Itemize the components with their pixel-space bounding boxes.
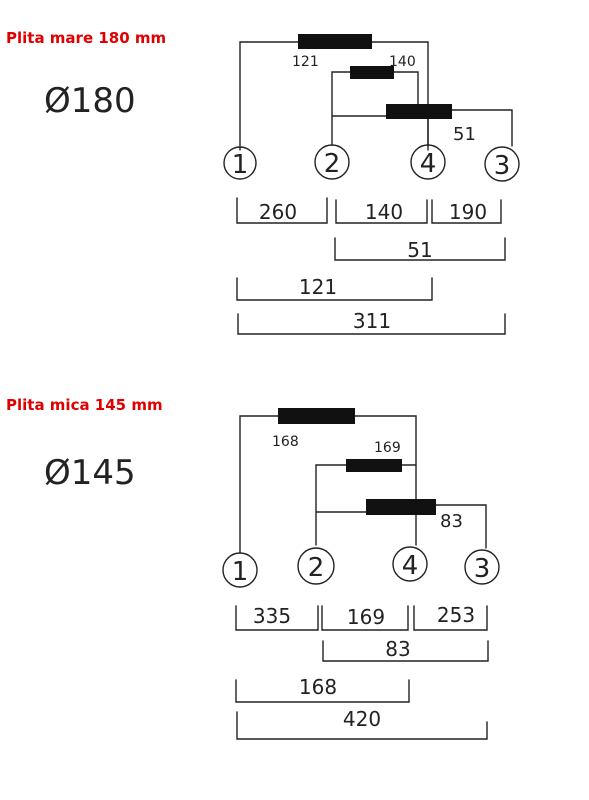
terminal-circle <box>392 546 428 582</box>
span-label: 168 <box>299 675 337 699</box>
diameter-label-small: Ø145 <box>44 453 136 493</box>
segment-label: 190 <box>449 200 487 224</box>
segment-bracket <box>335 199 428 224</box>
diameter-label-large: Ø180 <box>44 81 136 121</box>
resistor-140 <box>350 66 394 79</box>
section-title-large-plate: Plita mare 180 mm <box>6 29 167 47</box>
span-bracket <box>236 711 488 740</box>
segment-label: 335 <box>253 604 291 628</box>
segment-bracket <box>431 199 502 224</box>
resistor-label: 140 <box>389 54 416 70</box>
span-bracket <box>334 237 506 261</box>
segment-bracket <box>236 197 328 224</box>
terminal-label: 3 <box>474 554 491 584</box>
resistor-label: 51 <box>453 124 476 145</box>
terminal-label: 2 <box>324 149 341 179</box>
terminal-label: 1 <box>232 557 249 587</box>
resistor-label: 83 <box>440 511 463 532</box>
segment-label: 253 <box>437 603 475 627</box>
resistor-121 <box>298 34 372 49</box>
terminal-circle <box>223 146 257 180</box>
terminal-circle <box>314 144 350 180</box>
resistor-51 <box>386 104 452 119</box>
wire-resistor-168 <box>239 415 417 554</box>
segment-bracket <box>235 605 319 631</box>
wire-resistor-169 <box>315 464 417 546</box>
resistor-label: 168 <box>272 434 299 450</box>
span-label: 83 <box>385 637 410 661</box>
terminal-circle <box>484 146 520 182</box>
diagram-small-plate: Ø145 168 169 83 1 2 4 3 335 169 253 83 1… <box>44 408 500 740</box>
span-label: 311 <box>353 309 391 333</box>
segment-label: 169 <box>347 605 385 629</box>
resistor-169 <box>346 459 402 472</box>
segment-label: 140 <box>365 200 403 224</box>
terminal-label: 2 <box>308 553 325 583</box>
wire-resistor-140 <box>331 71 419 146</box>
span-label: 420 <box>343 707 381 731</box>
terminal-circle <box>222 552 258 588</box>
resistor-label: 169 <box>374 440 401 456</box>
resistor-168 <box>278 408 355 424</box>
terminal-circle <box>297 547 335 585</box>
segment-label: 260 <box>259 200 297 224</box>
terminal-label: 3 <box>494 151 511 181</box>
span-bracket <box>322 640 489 662</box>
span-label: 121 <box>299 275 337 299</box>
wire-resistor-83 <box>315 504 487 549</box>
terminal-label: 4 <box>402 551 419 581</box>
segment-bracket <box>321 605 409 631</box>
terminal-circle <box>464 549 500 585</box>
span-label: 51 <box>407 238 432 262</box>
section-title-small-plate: Plita mica 145 mm <box>6 396 163 414</box>
segment-bracket <box>413 605 488 631</box>
terminal-circle <box>410 144 446 180</box>
resistor-83 <box>366 499 436 515</box>
span-bracket <box>235 679 410 703</box>
span-bracket <box>237 313 506 335</box>
resistor-label: 121 <box>292 54 319 70</box>
terminal-label: 1 <box>232 150 249 180</box>
diagram-large-plate: Ø180 121 140 51 1 2 4 3 260 140 190 51 1… <box>44 34 520 335</box>
terminal-label: 4 <box>420 149 437 179</box>
wire-resistor-51 <box>331 109 513 147</box>
span-bracket <box>236 277 433 301</box>
